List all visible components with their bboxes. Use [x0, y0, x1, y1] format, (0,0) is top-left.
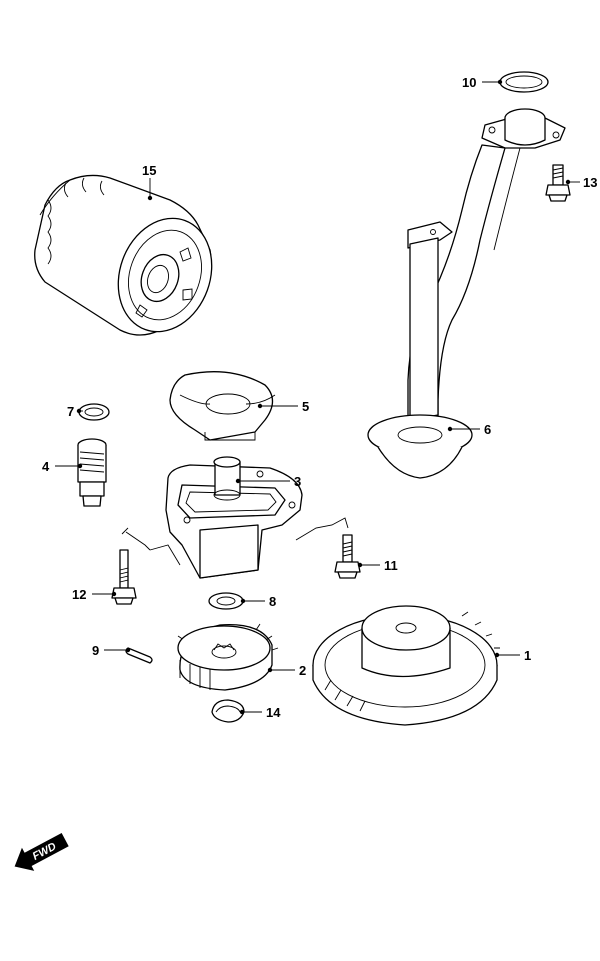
- callout-15[interactable]: 15: [142, 163, 156, 178]
- part-driven-gear-1[interactable]: [312, 605, 500, 726]
- part-drive-gear-2[interactable]: [177, 623, 279, 691]
- part-oil-pump-3[interactable]: [165, 456, 303, 579]
- part-washer-7[interactable]: [78, 403, 110, 421]
- part-washer-8[interactable]: [208, 592, 244, 610]
- fwd-arrow-badge: FWD: [14, 832, 69, 871]
- callout-2[interactable]: 2: [299, 663, 306, 678]
- assembly-guide-lines: [121, 517, 349, 566]
- callout-11[interactable]: 11: [384, 558, 398, 573]
- callout-14[interactable]: 14: [266, 705, 281, 720]
- leader-lines: [55, 79, 580, 715]
- fwd-arrow-icon: [14, 832, 69, 871]
- callout-labels: 15 10 13 5 7 4 3 6 11 12 8 9 2 14 1: [42, 75, 597, 720]
- callout-8[interactable]: 8: [269, 594, 276, 609]
- part-bolt-11[interactable]: [334, 534, 361, 579]
- callout-9[interactable]: 9: [92, 643, 99, 658]
- callout-4[interactable]: 4: [42, 459, 50, 474]
- callout-6[interactable]: 6: [484, 422, 491, 437]
- fwd-label: FWD: [31, 841, 59, 863]
- part-union-fitting-4[interactable]: [77, 438, 107, 507]
- callout-13[interactable]: 13: [583, 175, 597, 190]
- part-gasket-5[interactable]: [169, 371, 276, 441]
- part-bolt-12[interactable]: [111, 549, 137, 605]
- callout-7[interactable]: 7: [67, 404, 74, 419]
- part-oil-strainer[interactable]: [367, 108, 566, 479]
- part-circlip-14[interactable]: [211, 699, 245, 723]
- callout-5[interactable]: 5: [302, 399, 309, 414]
- callout-1[interactable]: 1: [524, 648, 531, 663]
- callout-12[interactable]: 12: [72, 587, 86, 602]
- part-o-ring-10[interactable]: [499, 71, 549, 93]
- callout-3[interactable]: 3: [294, 474, 301, 489]
- callout-10[interactable]: 10: [462, 75, 476, 90]
- part-oil-filter[interactable]: [34, 174, 227, 344]
- part-bolt-13[interactable]: [545, 164, 571, 202]
